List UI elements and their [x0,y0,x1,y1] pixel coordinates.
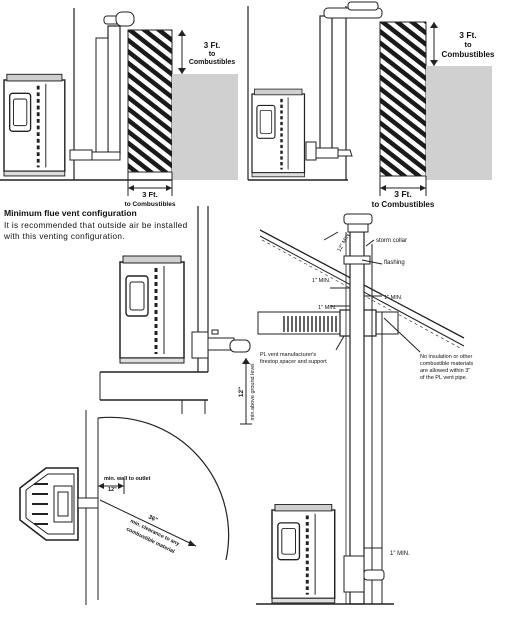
fig1-horiz-dim-line-1: 3 Ft. [142,190,157,199]
fig5-insul-note-4: of the PL vent pipe. [420,375,468,381]
fig5-min-b: 1" MIN. [384,295,403,301]
fig1-horiz-dim-line-2: to Combustibles [125,201,176,208]
fig5-spacer-note-2: firestop spacer and support [260,359,327,365]
figure-2-vertical-vent [247,1,492,196]
fig2-horiz-dim-line-1: 3 Ft. [394,189,411,199]
stove-fig1 [2,72,67,178]
figure-5-through-roof-vent [256,213,465,605]
fig4-wall-to-outlet-label: min. wall to outlet [104,476,151,482]
joist-hatching [283,316,337,332]
stove-fig2 [250,87,306,179]
figure-1-vertical-vent [0,8,238,196]
fig2-horiz-dim-line-2: to Combustibles [372,200,435,209]
fig5-spacer-note-1: PL vent manufacturer's [260,352,316,358]
fig5-storm-collar: storm collar [376,238,407,244]
fig5-flashing: flashing [384,260,405,266]
caption-heading: Minimum flue vent configuration [4,208,137,218]
figure-3-horizontal-vent [99,206,252,425]
fig3-ground-note: min.above ground level [250,364,256,421]
figure-4-plan-view [19,410,230,605]
fig4-radius-value: 36" [147,514,158,524]
fig5-min-bottom: 1" MIN. [390,551,410,557]
caption-body: It is recommended that outside air be in… [4,221,188,241]
fig2-vert-dim-line-2: to [464,40,471,49]
fig1-vert-dim-line-2: to [209,51,216,58]
fig5-min-c: 1" MIN. [318,305,337,311]
caption-block: Minimum flue vent configuration It is re… [4,208,194,242]
fig5-insul-note-3: are allowed within 3" [420,368,470,374]
fig2-vert-dim-line-1: 3 Ft. [459,30,476,40]
fig1-vert-dim-line-1: 3 Ft. [204,41,220,50]
fig5-insul-note-1: No insulation or other [420,354,472,360]
fig4-wall-to-outlet-value: 12" [108,487,117,493]
fig5-insul-note-2: combustible materials [420,361,473,367]
fig2-vert-dim-line-3: Combustibles [442,50,495,59]
fig5-min-a: 1" MIN. [312,278,331,284]
stove-fig3 [118,254,186,365]
fig1-vert-dim-line-3: Combustibles [189,59,235,66]
stove-fig5 [270,503,337,605]
fig3-ground-clearance: 12" [238,387,245,397]
